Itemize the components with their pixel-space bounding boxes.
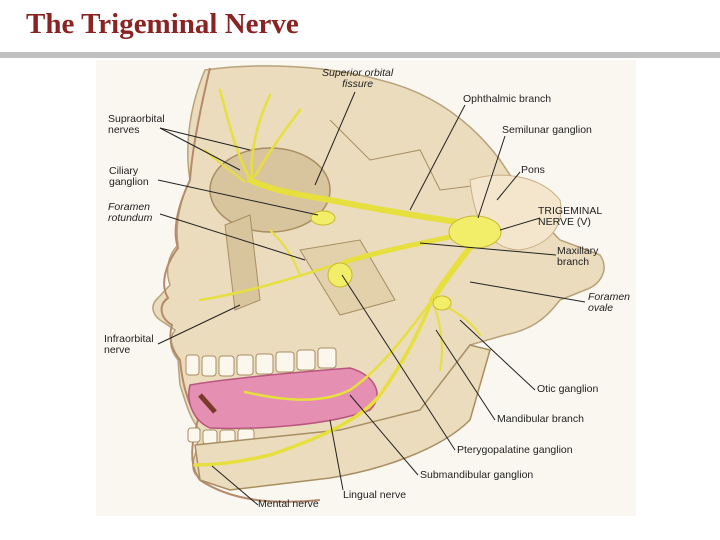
label-submandibular-ganglion: Submandibular ganglion [420,469,534,481]
nasal-cavity [224,214,261,311]
upper-teeth [185,347,337,377]
label-trigeminal-nerve: TRIGEMINAL NERVE (V) [538,206,602,228]
label-mandibular-branch: Mandibular branch [497,413,584,425]
pterygopalatine-ganglion-node [327,262,353,288]
label-foramen-rotundum-line1: Foramen [108,201,151,213]
label-ciliary-ganglion-line1: Ciliary [109,165,139,177]
ciliary-ganglion-node [310,210,336,226]
semilunar-ganglion [448,215,502,249]
frenulum [198,393,217,414]
label-infraorbital-nerve: Infraorbital nerve [104,334,154,356]
label-semilunar-ganglion: Semilunar ganglion [502,124,592,136]
label-superior-orbital-fissure-line2: fissure [342,78,374,90]
label-foramen-ovale: Foramen ovale [588,292,630,314]
label-maxillary-branch-line2: branch [557,256,590,268]
label-superior-orbital-fissure-line1: Superior orbital [322,67,394,79]
otic-ganglion-node [432,295,452,311]
label-trigeminal-nerve-line1: TRIGEMINAL [538,205,603,217]
label-maxillary-branch-line1: Maxillary [557,245,599,257]
label-foramen-ovale-line2: ovale [588,302,614,314]
label-maxillary-branch: Maxillary branch [557,246,598,268]
slide-title: The Trigeminal Nerve [26,8,299,40]
label-supraorbital-nerves-line2: nerves [108,124,140,136]
label-ciliary-ganglion-line2: ganglion [109,176,149,188]
label-supraorbital-nerves-line1: Supraorbital [108,113,165,125]
label-ophthalmic-branch: Ophthalmic branch [463,93,552,105]
title-divider [0,52,720,58]
label-trigeminal-nerve-line2: NERVE (V) [538,216,591,228]
label-foramen-ovale-line1: Foramen [588,291,631,303]
label-foramen-rotundum: Foramen rotundum [108,202,152,224]
label-infraorbital-nerve-line2: nerve [104,344,131,356]
label-foramen-rotundum-line2: rotundum [108,212,153,224]
label-infraorbital-nerve-line1: Infraorbital [104,333,154,345]
label-lingual-nerve: Lingual nerve [343,489,407,501]
suture-lines [329,119,481,191]
label-pterygopalatine-ganglion: Pterygopalatine ganglion [457,444,573,456]
label-superior-orbital-fissure: Superior orbital fissure [322,68,393,90]
leader-lines [157,91,586,506]
label-supraorbital-nerves: Supraorbital nerves [108,114,165,136]
label-otic-ganglion: Otic ganglion [537,383,599,395]
label-mental-nerve: Mental nerve [258,498,319,510]
label-pons: Pons [521,164,545,176]
label-ciliary-ganglion: Ciliary ganglion [109,166,149,188]
